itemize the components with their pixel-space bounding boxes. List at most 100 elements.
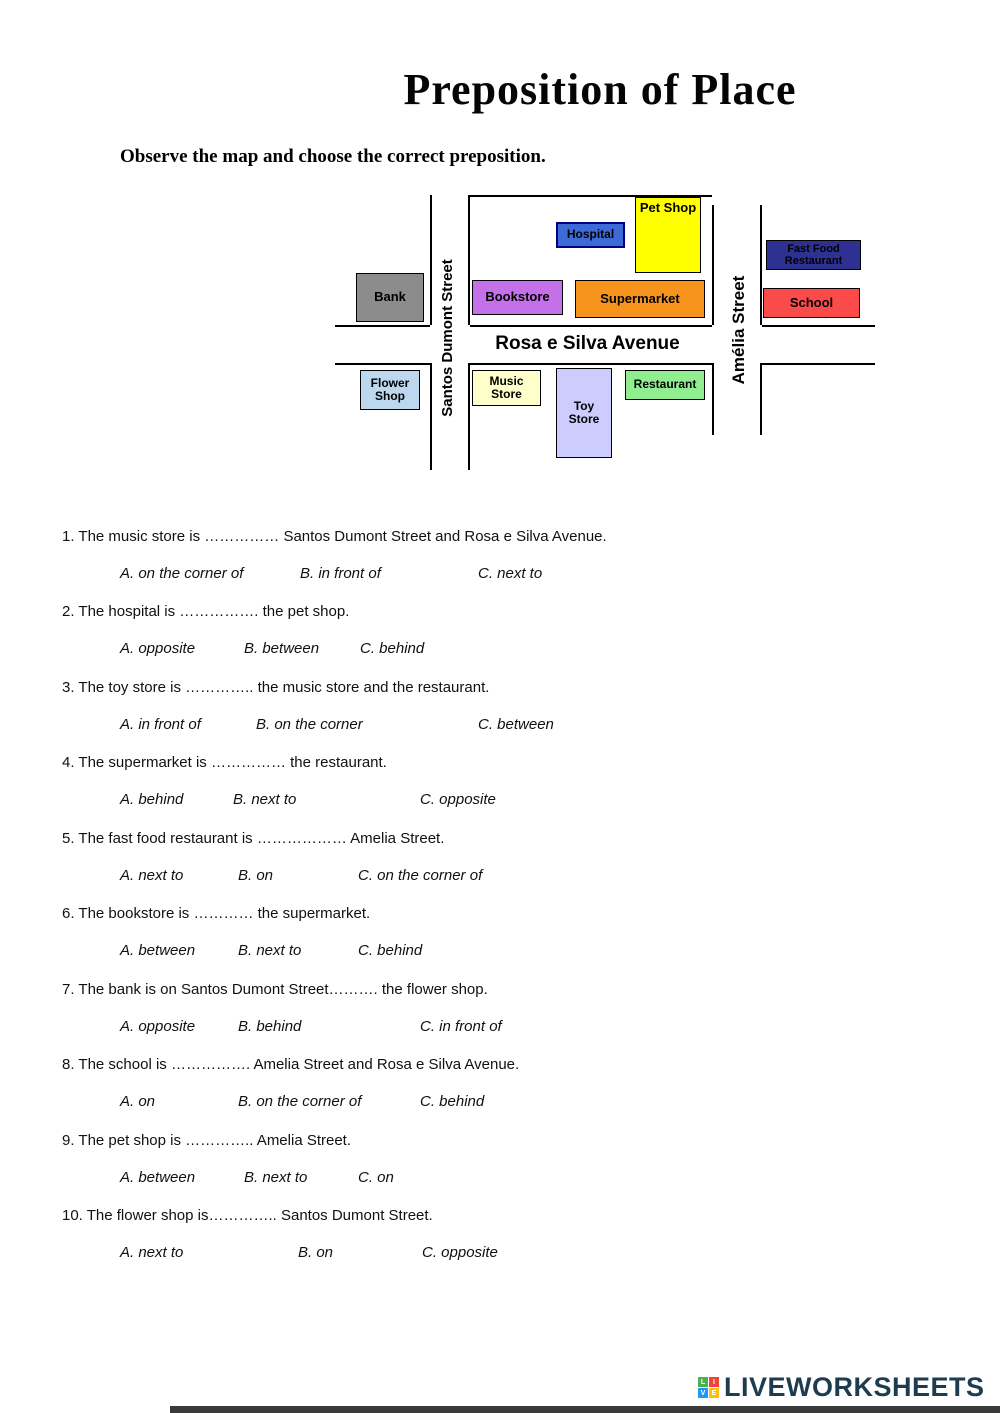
question-7-option-a[interactable]: A. opposite — [120, 1018, 196, 1035]
street-line — [470, 195, 712, 197]
question-9-text: 9. The pet shop is ………….. Amelia Street. — [62, 1132, 352, 1149]
question-7-option-c[interactable]: C. in front of — [420, 1018, 502, 1035]
question-10-text: 10. The flower shop is………….. Santos Dumo… — [62, 1207, 433, 1224]
question-4-option-c[interactable]: C. opposite — [420, 791, 496, 808]
question-4-option-b[interactable]: B. next to — [233, 791, 297, 808]
street-line — [712, 363, 714, 435]
question-2-option-c[interactable]: C. behind — [360, 640, 425, 657]
street-line — [762, 363, 875, 365]
building-bank: Bank — [356, 273, 424, 322]
question-9-options: A. between B. next to C. on — [0, 1169, 1000, 1191]
question-2-text: 2. The hospital is ……………. the pet shop. — [62, 603, 350, 620]
building-music-store: Music Store — [472, 370, 541, 406]
building-toy-store: Toy Store — [556, 368, 612, 458]
question-7-option-b[interactable]: B. behind — [238, 1018, 302, 1035]
street-line — [470, 363, 712, 365]
question-1-options: A. on the corner of B. in front of C. ne… — [0, 565, 1000, 587]
question-6-option-c[interactable]: C. behind — [358, 942, 423, 959]
logo-square-l: L — [698, 1377, 708, 1387]
question-9-option-b[interactable]: B. next to — [244, 1169, 308, 1186]
street-label-rosa-e-silva-avenue: Rosa e Silva Avenue — [495, 333, 680, 354]
street-label-amelia: Amélia Street — [729, 275, 748, 385]
building-hospital: Hospital — [556, 222, 625, 248]
question-1-option-a[interactable]: A. on the corner of — [120, 565, 244, 582]
question-4-option-a[interactable]: A. behind — [120, 791, 184, 808]
question-3-options: A. in front of B. on the corner C. betwe… — [0, 716, 1000, 738]
building-school-label: School — [789, 294, 834, 310]
street-line — [468, 363, 470, 470]
liveworksheets-brand-link[interactable]: LIVEWORKSHEETS — [724, 1372, 985, 1402]
street-line — [335, 363, 430, 365]
building-restaurant-label: Restaurant — [633, 377, 697, 392]
question-5-option-b[interactable]: B. on — [238, 867, 274, 884]
question-8-option-b[interactable]: B. on the corner of — [238, 1093, 362, 1110]
building-flower-shop: Flower Shop — [360, 370, 420, 410]
building-supermarket: Supermarket — [575, 280, 705, 318]
question-5-options: A. next to B. on C. on the corner of — [0, 867, 1000, 889]
street-line — [712, 205, 714, 325]
street-line — [470, 325, 712, 327]
question-6-option-b[interactable]: B. next to — [238, 942, 302, 959]
building-flower-shop-label: Flower Shop — [370, 375, 410, 403]
question-1-option-c[interactable]: C. next to — [478, 565, 543, 582]
question-6-option-a[interactable]: A. between — [120, 942, 196, 959]
logo-square-i: I — [709, 1377, 719, 1387]
question-2-option-a[interactable]: A. opposite — [120, 640, 196, 657]
building-music-store-label: Music Store — [489, 373, 524, 401]
question-8-text: 8. The school is ……………. Amelia Street an… — [62, 1056, 520, 1073]
question-9-option-c[interactable]: C. on — [358, 1169, 394, 1186]
question-4-options: A. behind B. next to C. opposite — [0, 791, 1000, 813]
question-9-option-a[interactable]: A. between — [120, 1169, 196, 1186]
liveworksheets-logo-icon: L I V E — [698, 1377, 719, 1398]
page-title: Preposition of Place — [403, 65, 797, 114]
question-8-option-c[interactable]: C. behind — [420, 1093, 485, 1110]
question-10-option-c[interactable]: C. opposite — [422, 1244, 498, 1261]
question-3-option-a[interactable]: A. in front of — [120, 716, 201, 733]
building-bank-label: Bank — [374, 289, 406, 305]
question-5-option-c[interactable]: C. on the corner of — [358, 867, 483, 884]
building-fast-food-restaurant-label: Fast Food Restaurant — [784, 242, 843, 267]
question-6-text: 6. The bookstore is ………… the supermarket… — [62, 905, 371, 922]
street-line — [762, 325, 875, 327]
question-1-text: 1. The music store is …………… Santos Dumon… — [62, 528, 607, 545]
building-bookstore-label: Bookstore — [485, 289, 550, 305]
question-3-option-b[interactable]: B. on the corner — [256, 716, 363, 733]
logo-square-v: V — [698, 1388, 708, 1398]
building-supermarket-label: Supermarket — [600, 290, 680, 306]
footer: L I V E LIVEWORKSHEETS — [698, 1372, 985, 1403]
building-hospital-label: Hospital — [566, 227, 615, 242]
building-pet-shop-label: Pet Shop — [639, 200, 697, 215]
building-fast-food-restaurant: Fast Food Restaurant — [766, 240, 861, 270]
instruction-text: Observe the map and choose the correct p… — [120, 146, 546, 167]
question-10-option-a[interactable]: A. next to — [120, 1244, 184, 1261]
page-bottom-edge — [170, 1406, 1000, 1413]
street-line — [335, 325, 430, 327]
street-label-santos-dumont: Santos Dumont Street — [439, 259, 456, 417]
building-bookstore: Bookstore — [472, 280, 563, 315]
question-3-text: 3. The toy store is ………….. the music sto… — [62, 679, 490, 696]
street-line — [430, 363, 432, 470]
street-line — [430, 195, 432, 325]
logo-square-e: E — [709, 1388, 719, 1398]
building-restaurant: Restaurant — [625, 370, 705, 400]
question-3-option-c[interactable]: C. between — [478, 716, 554, 733]
question-10-option-b[interactable]: B. on — [298, 1244, 334, 1261]
street-map: Santos Dumont Street Rosa e Silva Avenue… — [335, 185, 875, 477]
question-2-options: A. opposite B. between C. behind — [0, 640, 1000, 662]
question-4-text: 4. The supermarket is …………… the restaura… — [62, 754, 387, 771]
question-8-options: A. on B. on the corner of C. behind — [0, 1093, 1000, 1115]
question-5-text: 5. The fast food restaurant is ……………… Am… — [62, 830, 445, 847]
building-toy-store-label: Toy Store — [568, 398, 600, 426]
question-10-options: A. next to B. on C. opposite — [0, 1244, 1000, 1266]
question-2-option-b[interactable]: B. between — [244, 640, 320, 657]
question-1-option-b[interactable]: B. in front of — [300, 565, 381, 582]
question-8-option-a[interactable]: A. on — [120, 1093, 156, 1110]
street-line — [760, 205, 762, 325]
question-5-option-a[interactable]: A. next to — [120, 867, 184, 884]
question-7-options: A. opposite B. behind C. in front of — [0, 1018, 1000, 1040]
building-school: School — [763, 288, 860, 318]
question-6-options: A. between B. next to C. behind — [0, 942, 1000, 964]
street-line — [468, 195, 470, 325]
question-7-text: 7. The bank is on Santos Dumont Street……… — [62, 981, 488, 998]
